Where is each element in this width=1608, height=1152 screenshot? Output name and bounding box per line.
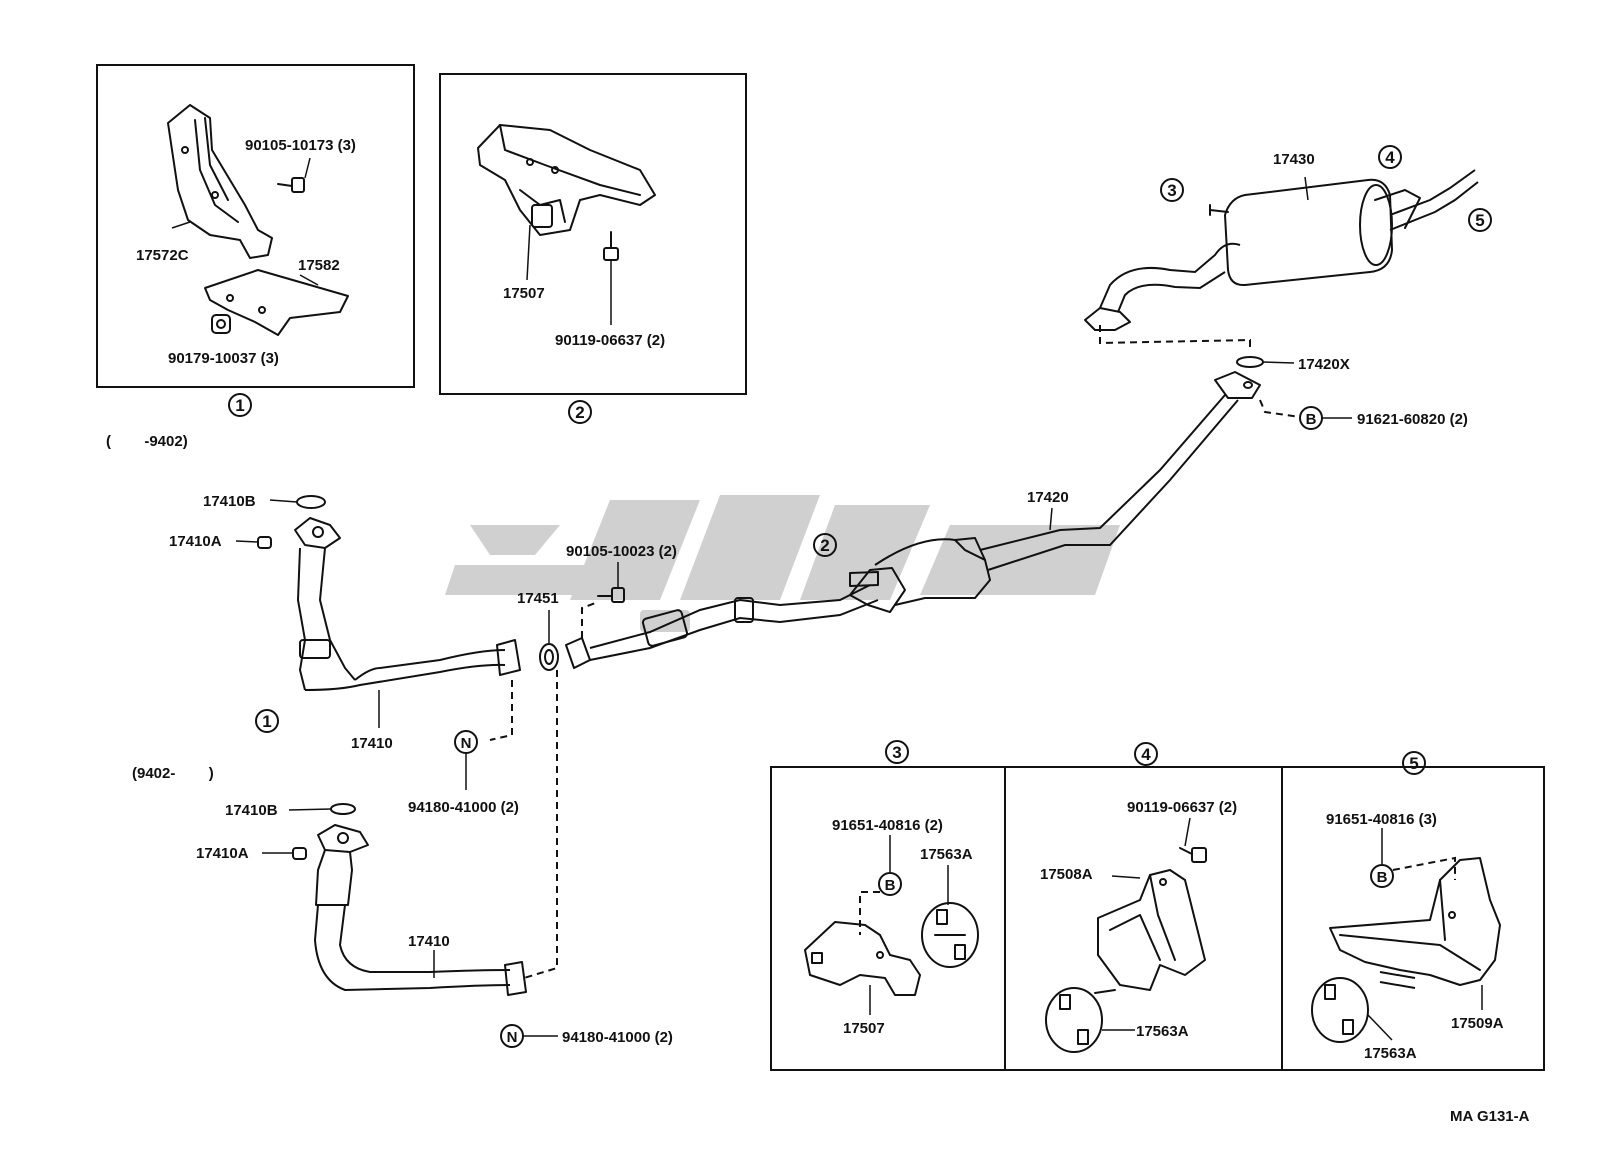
label-17410-lower: 17410	[408, 933, 450, 950]
hanger-17507	[804, 921, 921, 996]
label-91621-60820: 91621-60820 (2)	[1357, 411, 1468, 428]
inset5-label-insulator: 17563A	[1364, 1045, 1417, 1062]
inset-5: 5 91651-40816 (3) B 17509A 17563A	[1311, 751, 1504, 1062]
nut-icon	[292, 847, 307, 860]
center-pipe-17420: 90105-10023 (2) 17420	[565, 371, 1261, 669]
inset3-label-insulator: 17563A	[920, 846, 973, 863]
nut-icon	[257, 536, 272, 549]
bracket-17508a	[1097, 869, 1206, 991]
label-17410a-upper: 17410A	[169, 533, 222, 550]
dashed-guide	[1259, 399, 1301, 418]
inset1-label-plate: 17582	[298, 257, 340, 274]
label-17410a-lower: 17410A	[196, 845, 249, 862]
rubber-insulator-icon	[1311, 977, 1369, 1043]
label-94180-upper: 94180-41000 (2)	[408, 799, 519, 816]
svg-text:B: B	[885, 877, 896, 894]
watermark-logo	[445, 495, 1120, 632]
detail-frame	[770, 766, 1545, 1071]
gasket-icon	[296, 495, 326, 509]
callout-tail: 5	[1468, 208, 1492, 232]
inset1-label-bolt: 90105-10173 (3)	[245, 137, 356, 154]
dashed-guide	[523, 670, 558, 979]
label-94180-lower: 94180-41000 (2)	[562, 1029, 673, 1046]
svg-text:1: 1	[235, 396, 244, 415]
svg-text:3: 3	[1167, 181, 1176, 200]
callout-muffler-mid: 4	[1378, 145, 1402, 169]
range-after-9402: (9402- )	[132, 765, 214, 782]
muffler-17430: 17430	[1084, 151, 1479, 331]
inset-1-bracket-frame: 90105-10173 (3) 17572C 17582 90179-10037…	[96, 64, 415, 388]
label-17410b-lower: 17410B	[225, 802, 278, 819]
inset1-label-nut: 90179-10037 (3)	[168, 350, 279, 367]
diagram-code: MA G131-A	[1450, 1108, 1530, 1125]
inset-2-callout: 2	[568, 400, 592, 424]
inset5-label-bolt: 91651-40816 (3)	[1326, 811, 1437, 828]
gasket-17420x: 17420X	[1236, 356, 1350, 373]
inset-2-support-frame: 17507 90119-06637 (2)	[439, 73, 747, 395]
nut-icon	[211, 314, 231, 334]
spring-nut-lower: N 94180-41000 (2)	[500, 1024, 673, 1048]
plate-17582	[204, 269, 349, 336]
support-17507	[477, 124, 656, 236]
svg-text:1: 1	[262, 712, 271, 731]
inset3-label-hanger: 17507	[843, 1020, 885, 1037]
svg-text:5: 5	[1409, 754, 1418, 773]
range-before-9402: ( -9402)	[106, 433, 188, 450]
inset1-label-bracket: 17572C	[136, 247, 189, 264]
spring-nut-upper: N 94180-41000 (2)	[408, 730, 519, 816]
inset2-label-support: 17507	[503, 285, 545, 302]
bracket-17509a	[1329, 857, 1501, 986]
svg-text:N: N	[507, 1029, 518, 1046]
svg-text:3: 3	[892, 743, 901, 762]
bolt-icon	[603, 231, 619, 325]
rubber-insulator-icon	[921, 902, 979, 968]
inset4-label-insulator: 17563A	[1136, 1023, 1189, 1040]
svg-text:N: N	[461, 735, 472, 752]
svg-text:4: 4	[1385, 148, 1395, 167]
svg-text:17451: 17451	[517, 590, 559, 607]
callout-center-support: 2	[813, 533, 837, 557]
inset-4: 4 90119-06637 (2) 17508A 17563A	[1040, 742, 1237, 1053]
dashed-guide	[1099, 325, 1251, 352]
svg-text:5: 5	[1475, 211, 1484, 230]
label-17430: 17430	[1273, 151, 1315, 168]
label-17410b-upper: 17410B	[203, 493, 256, 510]
label-17420: 17420	[1027, 489, 1069, 506]
bolt-icon	[277, 157, 311, 193]
bracket-17572c	[167, 104, 273, 259]
svg-text:4: 4	[1141, 745, 1151, 764]
inset3-label-bolt: 91651-40816 (2)	[832, 817, 943, 834]
ring-17451: 17451	[517, 590, 559, 671]
front-pipe-lower: 17410B 17410A 17410	[196, 802, 527, 996]
svg-text:B: B	[1377, 869, 1388, 886]
bolt-icon	[597, 562, 625, 603]
label-17410-upper: 17410	[351, 735, 393, 752]
dashed-guide	[489, 680, 513, 741]
inset2-label-bolt: 90119-06637 (2)	[555, 332, 665, 349]
gasket-icon	[330, 803, 356, 815]
label-90105-10023: 90105-10023 (2)	[566, 543, 677, 560]
svg-text:2: 2	[820, 536, 829, 555]
rubber-insulator-icon	[1045, 987, 1103, 1053]
inset5-label-bracket: 17509A	[1451, 1015, 1504, 1032]
inset4-label-bracket: 17508A	[1040, 866, 1093, 883]
svg-text:2: 2	[575, 403, 584, 422]
front-pipe-upper: 17410B 17410A 17410	[169, 493, 521, 752]
inset-3: 3 91651-40816 (2) B 17563A 17507	[804, 740, 979, 1037]
bolt-icon	[1179, 817, 1207, 863]
svg-text:B: B	[1306, 411, 1317, 428]
svg-text:17420X: 17420X	[1298, 356, 1350, 373]
inset-1-callout: 1	[228, 393, 252, 417]
inset4-label-bolt: 90119-06637 (2)	[1127, 799, 1237, 816]
callout-muffler-front: 3	[1160, 178, 1184, 202]
callout-front-pipe: 1	[255, 709, 279, 733]
bolt-b-rear: B 91621-60820 (2)	[1299, 406, 1468, 430]
